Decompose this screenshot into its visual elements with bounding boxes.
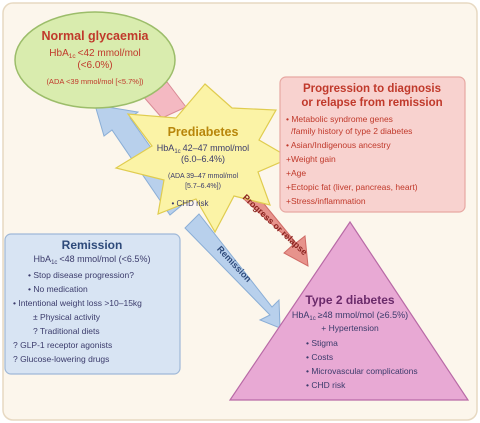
remission-item: ? Glucose-lowering drugs	[13, 354, 109, 364]
normal-title: Normal glycaemia	[42, 29, 150, 43]
type2-diabetes-triangle	[228, 220, 470, 401]
progression-item: /family history of type 2 diabetes	[291, 126, 412, 136]
t2d-item: • Microvascular complications	[306, 366, 418, 376]
remission-hba: HbA1c<48 mmol/mol (<6.5%)	[34, 254, 151, 266]
remission-item: ? Traditional diets	[33, 326, 100, 336]
progression-item: • Asian/Indigenous ancestry	[286, 140, 391, 150]
normal-glycaemia-ellipse	[14, 11, 176, 109]
remission-item: ? GLP-1 receptor agonists	[13, 340, 112, 350]
remission-title: Remission	[62, 238, 123, 252]
progression-box	[279, 76, 466, 213]
prediabetes-ada2: [5.7–6.4%])	[185, 183, 221, 190]
prediabetes-star	[114, 83, 292, 234]
progression-item: +Weight gain	[286, 154, 336, 164]
remission-item: • Stop disease progression?	[28, 270, 134, 280]
t2d-title: Type 2 diabetes	[305, 293, 394, 307]
remission-item: • Intentional weight loss >10–15kg	[13, 298, 142, 308]
prediabetes-chd: • CHD risk	[171, 199, 209, 208]
progression-item: +Ectopic fat (liver, pancreas, heart)	[286, 182, 418, 192]
t2d-hba: HbA1c≥48 mmol/mol (≥6.5%)	[292, 310, 408, 322]
normal-hba: HbA1c<42 mmol/mol	[49, 48, 140, 60]
progression-item: +Stress/inflammation	[286, 196, 366, 206]
progression-item: +Age	[286, 168, 306, 178]
remission-box	[4, 233, 181, 375]
prediabetes-pct: (6.0–6.4%)	[181, 154, 225, 164]
progression-item: • Metabolic syndrome genes	[286, 114, 393, 124]
t2d-hypertension: + Hypertension	[321, 323, 379, 333]
t2d-item: • Costs	[306, 352, 333, 362]
remission-item: ± Physical activity	[33, 312, 101, 322]
progression-title-1: Progression to diagnosis	[303, 83, 441, 95]
t2d-item: • CHD risk	[306, 380, 346, 390]
t2d-item: • Stigma	[306, 338, 338, 348]
normal-ada: (ADA <39 mmol/mol [<5.7%])	[46, 77, 144, 86]
normal-pct: (<6.0%)	[77, 60, 112, 71]
progression-title-2: or relapse from remission	[301, 97, 442, 109]
remission-item: • No medication	[28, 284, 88, 294]
prediabetes-title: Prediabetes	[168, 125, 239, 139]
prediabetes-ada1: (ADA 39–47 mmol/mol	[168, 173, 238, 180]
remission-arrow	[184, 213, 281, 329]
